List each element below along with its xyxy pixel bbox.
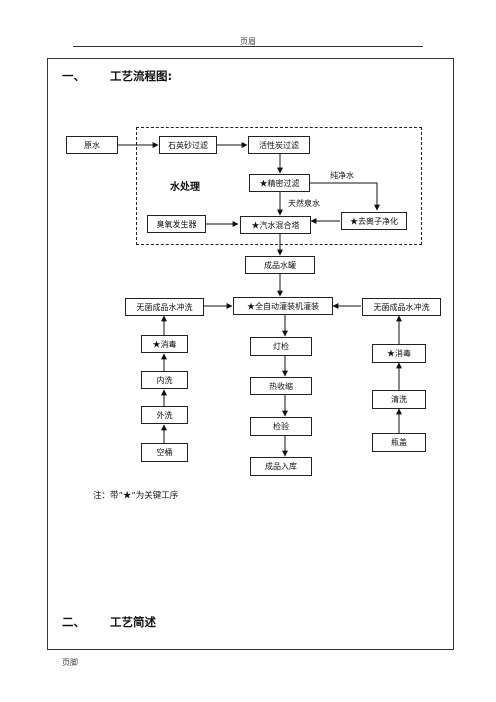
- node-empty-bucket: 空桶: [141, 443, 188, 462]
- node-inner-wash: 内洗: [141, 371, 188, 389]
- label-natural-spring: 天然泉水: [288, 199, 320, 208]
- header-rule: [73, 46, 423, 47]
- node-ozone-generator: 臭氧发生器: [147, 215, 206, 233]
- key-process-note: 注：带“★”为关键工序: [93, 491, 179, 501]
- section-2-title: 工艺简述: [110, 615, 156, 629]
- node-light-inspection: 灯检: [250, 337, 312, 356]
- section-1-number: 一、: [62, 69, 85, 83]
- node-precision-filter: ★精密过滤: [249, 174, 310, 192]
- content-frame: [47, 58, 454, 650]
- water-treatment-group: [136, 127, 422, 245]
- header-text: 页眉: [240, 37, 256, 46]
- node-mixing-tower: ★汽水混合塔: [240, 216, 311, 234]
- node-inspection: 检验: [250, 417, 312, 436]
- node-deionization: ★去离子净化: [341, 212, 407, 230]
- section-2-number: 二、: [62, 615, 85, 629]
- node-quartz-filter: 石英砂过滤: [159, 136, 217, 154]
- node-warehouse: 成品入库: [250, 457, 312, 476]
- node-outer-wash: 外洗: [141, 406, 188, 424]
- page-footer: 页脚: [62, 658, 78, 667]
- node-carbon-filter: 活性炭过滤: [248, 136, 310, 154]
- node-raw-water: 原水: [66, 136, 118, 154]
- arrow-precision-to-deion: [310, 182, 380, 211]
- node-disinfect-left: ★消毒: [141, 335, 188, 353]
- node-rinse-left: 无菌成品水冲洗: [125, 298, 204, 316]
- label-pure-water: 纯净水: [330, 171, 354, 180]
- node-rinse-right: 无菌成品水冲洗: [362, 298, 441, 316]
- node-bottle-cap: 瓶盖: [372, 433, 426, 452]
- water-treatment-label: 水处理: [170, 182, 200, 193]
- node-product-tank: 成品水罐: [245, 256, 315, 274]
- node-filling-machine: ★全自动灌装机灌装: [233, 297, 333, 315]
- node-heat-shrink: 热收缩: [250, 377, 312, 395]
- section-1-title: 工艺流程图:: [110, 69, 173, 83]
- node-disinfect-right: ★消毒: [372, 344, 426, 363]
- node-cleaning: 清洗: [372, 390, 426, 409]
